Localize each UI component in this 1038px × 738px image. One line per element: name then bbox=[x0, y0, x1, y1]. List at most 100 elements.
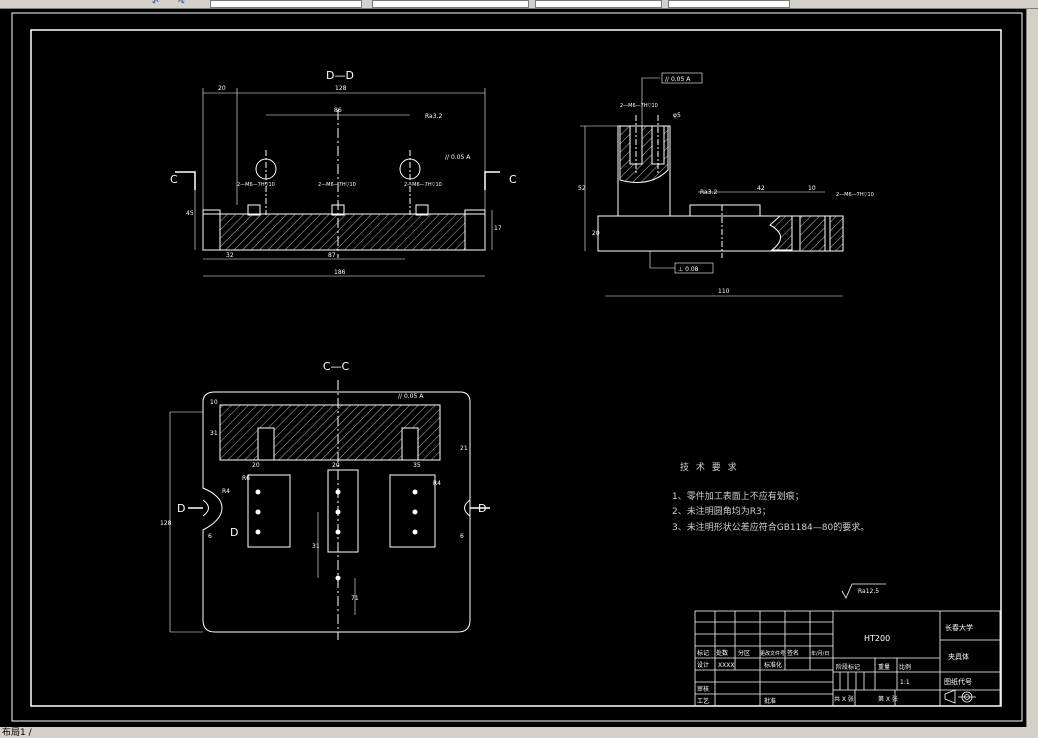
tb-part-name: 夹具体 bbox=[948, 652, 969, 661]
lineweight-dropdown[interactable] bbox=[668, 0, 790, 8]
dim-text: 32 bbox=[226, 252, 234, 259]
dd-left-step bbox=[202, 209, 221, 251]
tb-label: 年/月/日 bbox=[811, 650, 829, 657]
dim-text: 52 bbox=[578, 185, 586, 192]
view-title-dd: D—D bbox=[326, 69, 354, 82]
tb-label: 阶段标记 bbox=[836, 663, 860, 671]
side-locator bbox=[689, 204, 761, 217]
toolbar: ↶ ↷ bbox=[0, 0, 1038, 9]
roughness-symbol: Ra12.5 bbox=[841, 583, 886, 599]
dim-text: 21 bbox=[460, 445, 468, 452]
tolerance-text: // 0.05 A bbox=[665, 76, 691, 83]
section-mark-c-right: C bbox=[509, 173, 517, 186]
dim-text: 42 bbox=[757, 185, 765, 192]
view-title-cc: C—C bbox=[323, 360, 350, 373]
layout-tab-bar: 布局1 / bbox=[0, 727, 1038, 738]
tb-label: 标准化 bbox=[764, 661, 782, 669]
dim-text: 45 bbox=[186, 210, 194, 217]
dim-text: 186 bbox=[334, 269, 346, 276]
tb-label: 重量 bbox=[878, 663, 890, 671]
dim-text: 2—M6—7H▽10 bbox=[836, 192, 874, 198]
tolerance-text: // 0.05 A bbox=[398, 393, 424, 400]
tb-label: XXXX bbox=[718, 662, 734, 669]
dim-text: 17 bbox=[494, 225, 502, 232]
dim-text: 87 bbox=[328, 252, 336, 259]
section-mark-d-right: D bbox=[478, 502, 486, 515]
layout-tab[interactable]: 布局1 / bbox=[2, 728, 32, 738]
cc-dim-texts: 10 31 21 20 20 35 128 R4 R6 R4 71 6 6 31… bbox=[160, 393, 486, 602]
view-cc: C—C bbox=[169, 360, 490, 640]
tb-material: HT200 bbox=[864, 634, 890, 643]
tb-label: 比例 bbox=[899, 663, 911, 671]
view-side bbox=[580, 72, 844, 297]
projection-symbol-icon bbox=[944, 689, 976, 704]
tolerance-text: ⊥ 0.08 bbox=[678, 266, 699, 273]
dim-text: 20 bbox=[252, 462, 260, 469]
tb-label: 第 X 张 bbox=[878, 695, 898, 703]
tb-school: 长春大学 bbox=[945, 623, 973, 632]
cc-plate-outline bbox=[202, 391, 471, 633]
dim-text: R4 bbox=[222, 488, 230, 495]
dd-dim-texts: 20 128 86 45 17 32 87 186 2—M6—7H▽10 2—M… bbox=[170, 85, 517, 276]
tb-label: 设计 bbox=[697, 661, 709, 669]
tech-req-item: 1、零件加工表面上不应有划痕； bbox=[672, 490, 804, 502]
dim-text: 10 bbox=[210, 399, 218, 406]
cc-pad-right bbox=[389, 474, 436, 548]
dim-text: 20 bbox=[592, 230, 600, 237]
side-section-right bbox=[799, 215, 826, 252]
tb-label: 更改文件号 bbox=[760, 650, 785, 657]
tb-label: 工艺 bbox=[697, 697, 709, 705]
tb-drawing-no: 图纸代号 bbox=[944, 677, 972, 686]
dim-text: 128 bbox=[335, 85, 347, 92]
tb-label: 审核 bbox=[697, 685, 709, 693]
tech-req-item: 3、未注明形状公差应符合GB1184—80的要求。 bbox=[672, 521, 869, 533]
dim-text: R6 bbox=[242, 475, 250, 482]
tb-label: 批准 bbox=[764, 697, 776, 705]
tech-req-item: 2、未注明圆角均为R3； bbox=[672, 505, 771, 517]
drawing-canvas[interactable]: D—D 20 128 86 45 17 32 87 186 2—M bbox=[0, 9, 1026, 727]
dim-text: 2—M6—7H▽10 bbox=[620, 103, 658, 109]
dd-locator-right bbox=[415, 204, 429, 216]
dim-text: 6 bbox=[208, 533, 212, 540]
redo-icon[interactable]: ↷ bbox=[178, 0, 185, 7]
tech-req-title: 技 术 要 求 bbox=[680, 461, 739, 473]
dim-text: 2—M6—7H▽10 bbox=[237, 182, 275, 188]
dim-text: R4 bbox=[433, 480, 441, 487]
title-block bbox=[694, 610, 1001, 707]
sheet-outer-border bbox=[11, 12, 1023, 722]
section-mark-d-left: D bbox=[177, 502, 185, 515]
sheet-inner-border bbox=[30, 29, 1002, 707]
drawing-svg: D—D 20 128 86 45 17 32 87 186 2—M bbox=[11, 12, 1023, 722]
dd-right-step bbox=[464, 209, 486, 251]
tolerance-text: // 0.05 A bbox=[445, 154, 471, 161]
tb-label: 标记 bbox=[697, 649, 709, 657]
tb-label: 分区 bbox=[738, 649, 750, 657]
roughness-text: Ra3.2 bbox=[700, 189, 717, 196]
dim-text: 20 bbox=[332, 462, 340, 469]
dim-text: 31 bbox=[210, 430, 218, 437]
dim-text: 20 bbox=[218, 85, 226, 92]
dim-text: 6 bbox=[460, 533, 464, 540]
color-dropdown[interactable] bbox=[372, 0, 529, 8]
tb-scale-value: 1:1 bbox=[900, 679, 910, 686]
side-dim-texts: 52 20 42 10 110 φ5 ⊥ 0.08 // 0.05 A 2—M6… bbox=[578, 76, 874, 295]
dim-text: 10 bbox=[808, 185, 816, 192]
vertical-scrollbar[interactable] bbox=[1026, 9, 1038, 727]
view-dd: D—D bbox=[175, 69, 500, 277]
dd-locator-left bbox=[247, 204, 261, 216]
tb-label: 处数 bbox=[716, 649, 728, 657]
cc-pad-mid bbox=[327, 469, 359, 553]
dim-text: 110 bbox=[718, 288, 730, 295]
tb-label: 共 X 张 bbox=[834, 695, 854, 703]
dim-text: 35 bbox=[413, 462, 421, 469]
dim-text: 128 bbox=[160, 520, 172, 527]
dim-text: 71 bbox=[351, 595, 359, 602]
layer-dropdown[interactable] bbox=[210, 0, 362, 8]
linetype-dropdown[interactable] bbox=[535, 0, 662, 8]
roughness-text: Ra3.2 bbox=[425, 113, 442, 120]
dim-text: 86 bbox=[334, 107, 342, 114]
dim-text: 31 bbox=[312, 543, 320, 550]
dd-base-body bbox=[219, 213, 466, 251]
undo-icon[interactable]: ↶ bbox=[152, 0, 159, 7]
section-mark-c-left: C bbox=[170, 173, 178, 186]
